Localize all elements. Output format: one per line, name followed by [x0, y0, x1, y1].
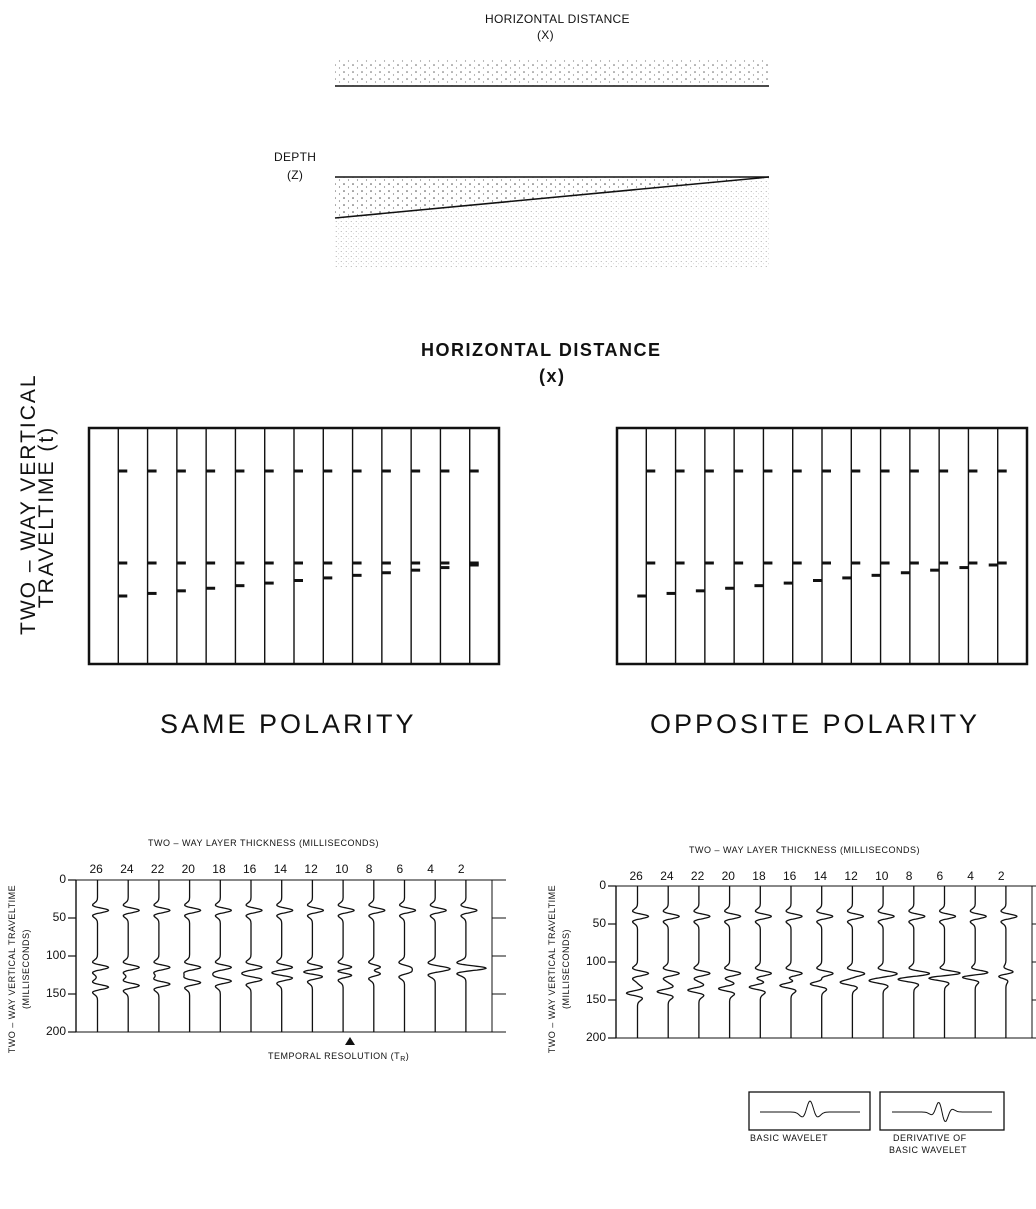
legend-derivative-label-2: BASIC WAVELET	[889, 1145, 968, 1155]
model-depth-label: DEPTH	[274, 150, 317, 164]
left-synthetic-trace	[241, 880, 263, 1032]
opposite-polarity-title: OPPOSITE POLARITY	[650, 709, 981, 739]
right-synthetic-trace	[748, 886, 773, 1038]
same-polarity-title: SAME POLARITY	[160, 709, 417, 739]
lower-halfspace	[335, 177, 769, 268]
left-synthetic-y-tick-label: 150	[45, 986, 66, 1000]
left-synthetic-thickness-value: 16	[242, 862, 257, 876]
legend-derivative-wavelet	[892, 1101, 992, 1123]
left-synthetic-trace	[456, 880, 487, 1032]
legend-derivative-box	[879, 1091, 1005, 1131]
left-synthetic-trace	[91, 880, 110, 1032]
right-synthetic-y-tick-label: 0	[599, 878, 606, 892]
left-synthetic-y-tick-label: 200	[45, 1024, 66, 1038]
legend-derivative-label-1: DERIVATIVE OF	[893, 1133, 967, 1143]
right-synthetic-y-tick-label: 50	[592, 916, 606, 930]
model-horizontal-label: HORIZONTAL DISTANCE	[485, 12, 630, 26]
right-synthetic-thickness-value: 4	[967, 869, 974, 883]
left-synthetic-thickness-value: 14	[273, 862, 288, 876]
right-synthetic-thickness-value: 26	[629, 869, 643, 883]
right-synthetic-thickness-value: 8	[905, 869, 913, 883]
right-synthetic-trace	[961, 886, 989, 1038]
temporal-resolution-label: TEMPORAL RESOLUTION (TR)	[268, 1051, 410, 1063]
surface-layer	[335, 60, 769, 86]
left-synthetic-trace	[337, 880, 355, 1032]
left-synthetic-y-tick-label: 100	[45, 948, 66, 962]
left-synthetic-thickness-value: 20	[181, 862, 195, 876]
model-horizontal-var: (X)	[537, 28, 554, 42]
right-synthetic-trace	[687, 886, 711, 1038]
right-synthetic-thickness-value: 24	[660, 869, 674, 883]
legend-basic-label: BASIC WAVELET	[750, 1133, 829, 1143]
right-synthetic-thickness-value: 18	[752, 869, 766, 883]
left-synthetic-trace	[183, 880, 202, 1032]
right-synthetic-thickness-value: 6	[936, 869, 944, 883]
left-synthetic-trace	[368, 880, 386, 1032]
left-synthetic-trace	[398, 880, 417, 1032]
right-synthetic-thickness-value: 10	[875, 869, 889, 883]
left-synthetic-trace	[153, 880, 171, 1032]
right-synthetic-y-tick-label: 150	[585, 992, 606, 1006]
left-synthetic-trace	[302, 880, 325, 1032]
model-depth-var: (Z)	[287, 168, 304, 182]
right-synthetic-thickness-value: 20	[721, 869, 735, 883]
left-synthetic-thickness-value: 22	[150, 862, 165, 876]
right-synthetic-thickness-value: 14	[813, 869, 828, 883]
right-synthetic-y-tick-label: 100	[585, 954, 606, 968]
sections-horizontal-label: HORIZONTAL DISTANCE	[421, 340, 662, 360]
right-synthetic-thickness-value: 2	[997, 869, 1005, 883]
right-synthetic-trace	[779, 886, 803, 1038]
left-synthetic-trace	[427, 880, 451, 1032]
right-synthetic-trace	[839, 886, 866, 1038]
left-synthetic-thickness-value: 10	[335, 862, 349, 876]
legend-basic-box	[748, 1091, 871, 1131]
left-synthetic-trace	[212, 880, 233, 1032]
sections-horizontal-var: (x)	[539, 366, 566, 386]
right-synthetic-trace	[868, 886, 898, 1038]
right-synthetic-trace	[625, 886, 650, 1038]
temporal-resolution-arrow	[345, 1037, 355, 1045]
left-synthetic-thickness-value: 4	[427, 862, 434, 876]
right-synthetic-thickness-value: 12	[844, 869, 858, 883]
left-synthetic-thickness-value: 6	[396, 862, 404, 876]
left-synthetic-thickness-value: 12	[304, 862, 318, 876]
right-synthetic-y-tick-label: 200	[585, 1030, 606, 1044]
right-synthetic-trace	[656, 886, 681, 1038]
wedge-base	[334, 176, 770, 219]
right-synthetic-thickness-value: 22	[690, 869, 705, 883]
left-synthetic-trace	[271, 880, 294, 1032]
left-synthetic-trace	[122, 880, 141, 1032]
legend-basic-wavelet	[760, 1100, 860, 1118]
right-thickness-label: TWO – WAY LAYER THICKNESS (MILLISECONDS)	[689, 845, 921, 855]
left-synthetic-thickness-value: 18	[212, 862, 226, 876]
right-synthetic-trace	[809, 886, 834, 1038]
left-thickness-label: TWO – WAY LAYER THICKNESS (MILLISECONDS)	[148, 838, 380, 848]
left-synthetic-thickness-value: 2	[457, 862, 465, 876]
left-synthetic-thickness-value: 26	[89, 862, 103, 876]
left-synthetic-y-tick-label: 50	[52, 910, 66, 924]
left-synthetic-y-tick-label: 0	[59, 872, 66, 886]
right-synthetic-trace	[897, 886, 931, 1038]
right-synthetic-trace	[717, 886, 742, 1038]
right-synthetic-trace	[998, 886, 1018, 1038]
right-synthetic-thickness-value: 16	[782, 869, 797, 883]
right-synthetic-trace	[928, 886, 961, 1038]
left-synthetic-thickness-value: 24	[120, 862, 134, 876]
left-synthetic-thickness-value: 8	[365, 862, 373, 876]
